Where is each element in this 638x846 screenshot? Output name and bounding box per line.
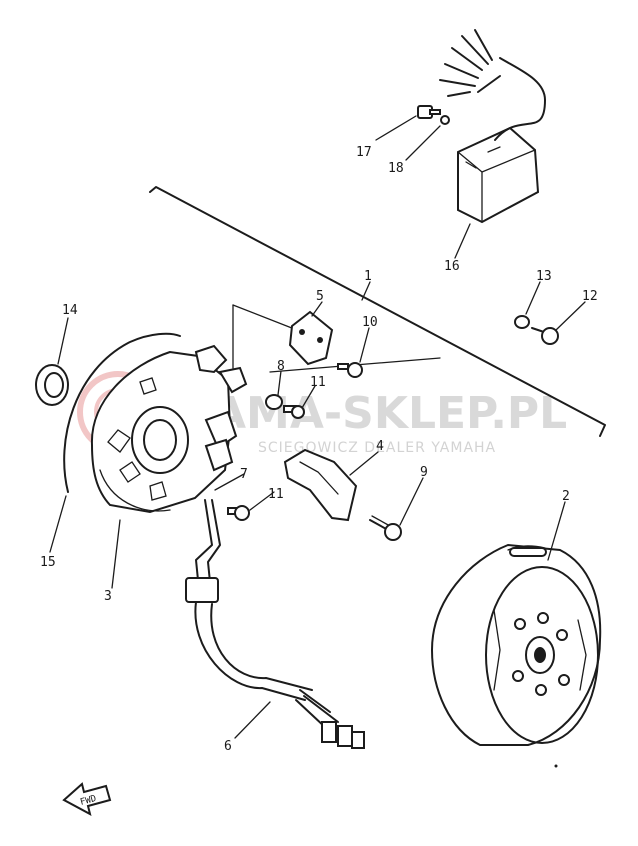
callout-9: 9 — [420, 465, 428, 480]
part-14-oil-seal — [35, 364, 69, 406]
callout-18: 18 — [388, 161, 404, 176]
part-4-lighting-coil — [283, 448, 358, 522]
part-16-cdi-unit — [439, 29, 546, 224]
part-15-o-ring — [63, 332, 181, 493]
part-3-stator-plate — [90, 344, 248, 514]
part-5-pickup-coil — [288, 310, 334, 366]
part-2-flywheel — [430, 543, 602, 746]
watermark-sub-text: SCIEGOWICZ DEALER YAMAHA — [258, 440, 496, 456]
callout-7: 7 — [240, 467, 248, 482]
fwd-arrow-icon: FWD — [62, 782, 112, 816]
small-screws — [227, 362, 363, 521]
callout-16: 16 — [444, 259, 460, 274]
callout-14: 14 — [62, 303, 78, 318]
callout-6: 6 — [224, 739, 232, 754]
leader-lines — [49, 115, 586, 739]
callout-3: 3 — [104, 589, 112, 604]
part-6-harness — [185, 499, 365, 749]
callout-5: 5 — [316, 289, 324, 304]
callout-labels: 1 2 3 4 5 6 7 8 9 10 11 11 12 13 14 15 1… — [40, 145, 598, 754]
fwd-label: FWD — [79, 794, 97, 808]
callout-11-upper: 11 — [310, 375, 326, 390]
watermark-main-text: AMA-SKLEP.PL — [212, 388, 567, 439]
callout-11-lower: 11 — [268, 487, 284, 502]
callout-8: 8 — [277, 359, 285, 374]
part-12-13-bolt-washer — [514, 315, 559, 345]
callout-4: 4 — [376, 439, 384, 454]
callout-1: 1 — [364, 269, 372, 284]
callout-17: 17 — [356, 145, 372, 160]
part-9-bolt — [369, 515, 402, 541]
callout-12: 12 — [582, 289, 598, 304]
callout-13: 13 — [536, 269, 552, 284]
callout-10: 10 — [362, 315, 378, 330]
part-17-18-fasteners — [417, 105, 450, 125]
callout-15: 15 — [40, 555, 56, 570]
watermark: AMA-SKLEP.PL SCIEGOWICZ DEALER YAMAHA — [77, 371, 567, 456]
stray-dot — [554, 764, 558, 768]
callout-2: 2 — [562, 489, 570, 504]
